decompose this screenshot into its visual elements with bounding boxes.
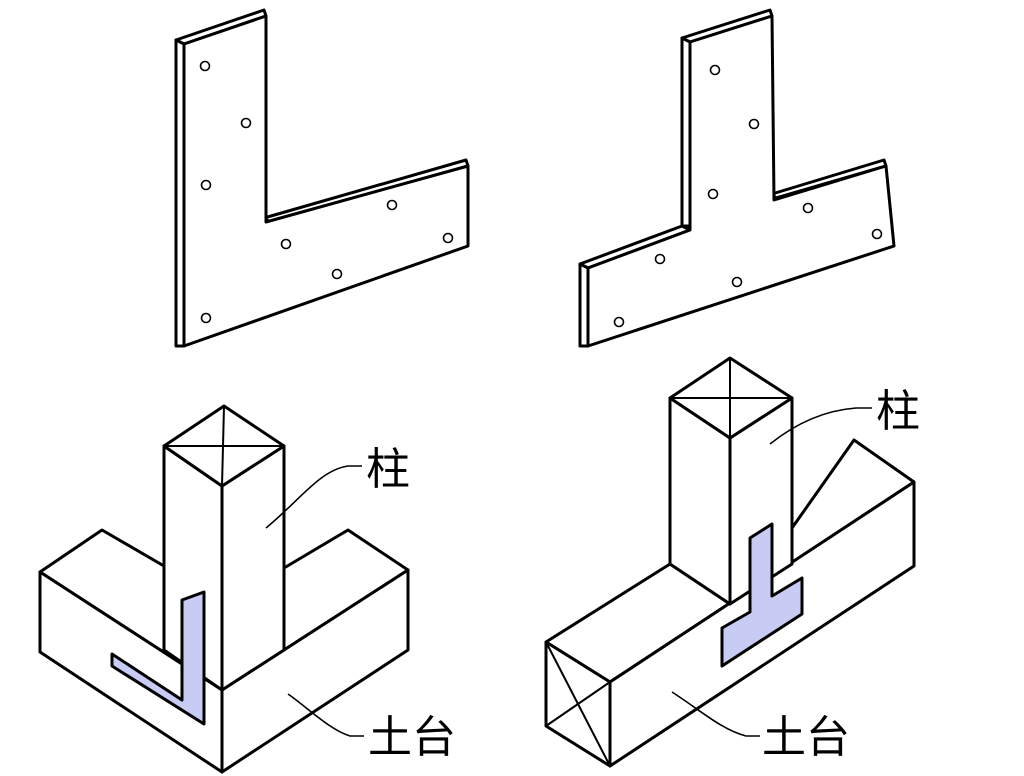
- bolt-hole: [748, 118, 760, 130]
- bolt-hole: [709, 64, 721, 76]
- t-plate-holes: [613, 64, 883, 328]
- sill-label: 土台: [762, 712, 850, 763]
- l-plate-face: [182, 14, 470, 348]
- bolt-hole: [200, 179, 212, 191]
- l-plate-holes: [199, 60, 454, 324]
- pillar-label: 柱: [366, 444, 410, 495]
- l-plate-installed: [110, 590, 206, 726]
- t-plate-installed: [720, 522, 804, 668]
- bolt-hole: [654, 253, 666, 265]
- t-shaped-plate: [578, 8, 896, 348]
- bolt-hole: [331, 268, 343, 280]
- bolt-hole: [240, 117, 252, 129]
- t-joint-assembly: 柱 土台: [544, 356, 920, 768]
- sill-end-cross: [545, 681, 611, 727]
- sill-right-front-face: [220, 568, 410, 774]
- bolt-hole: [280, 238, 292, 250]
- sill-right-leader: [671, 691, 760, 737]
- bolt-hole: [731, 276, 743, 288]
- t-plate-face: [586, 14, 896, 348]
- pillar-label: 柱: [876, 386, 920, 437]
- bolt-hole: [199, 60, 211, 72]
- corner-joint-assembly: 柱 土台: [38, 404, 456, 774]
- pillar-right-face: [220, 444, 286, 692]
- bolt-hole: [200, 312, 212, 324]
- pillar-left-leader: [265, 465, 362, 529]
- bolt-hole: [871, 228, 883, 240]
- bolt-hole: [707, 188, 719, 200]
- bolt-hole: [802, 202, 814, 214]
- sill-left-leader: [287, 693, 364, 737]
- l-shaped-plate: [174, 8, 470, 348]
- bolt-hole: [386, 199, 398, 211]
- pillar-top-cross: [221, 405, 225, 487]
- sill-label: 土台: [368, 712, 456, 763]
- pillar-right-leader: [769, 407, 872, 445]
- bolt-hole: [442, 232, 454, 244]
- bolt-hole: [613, 316, 625, 328]
